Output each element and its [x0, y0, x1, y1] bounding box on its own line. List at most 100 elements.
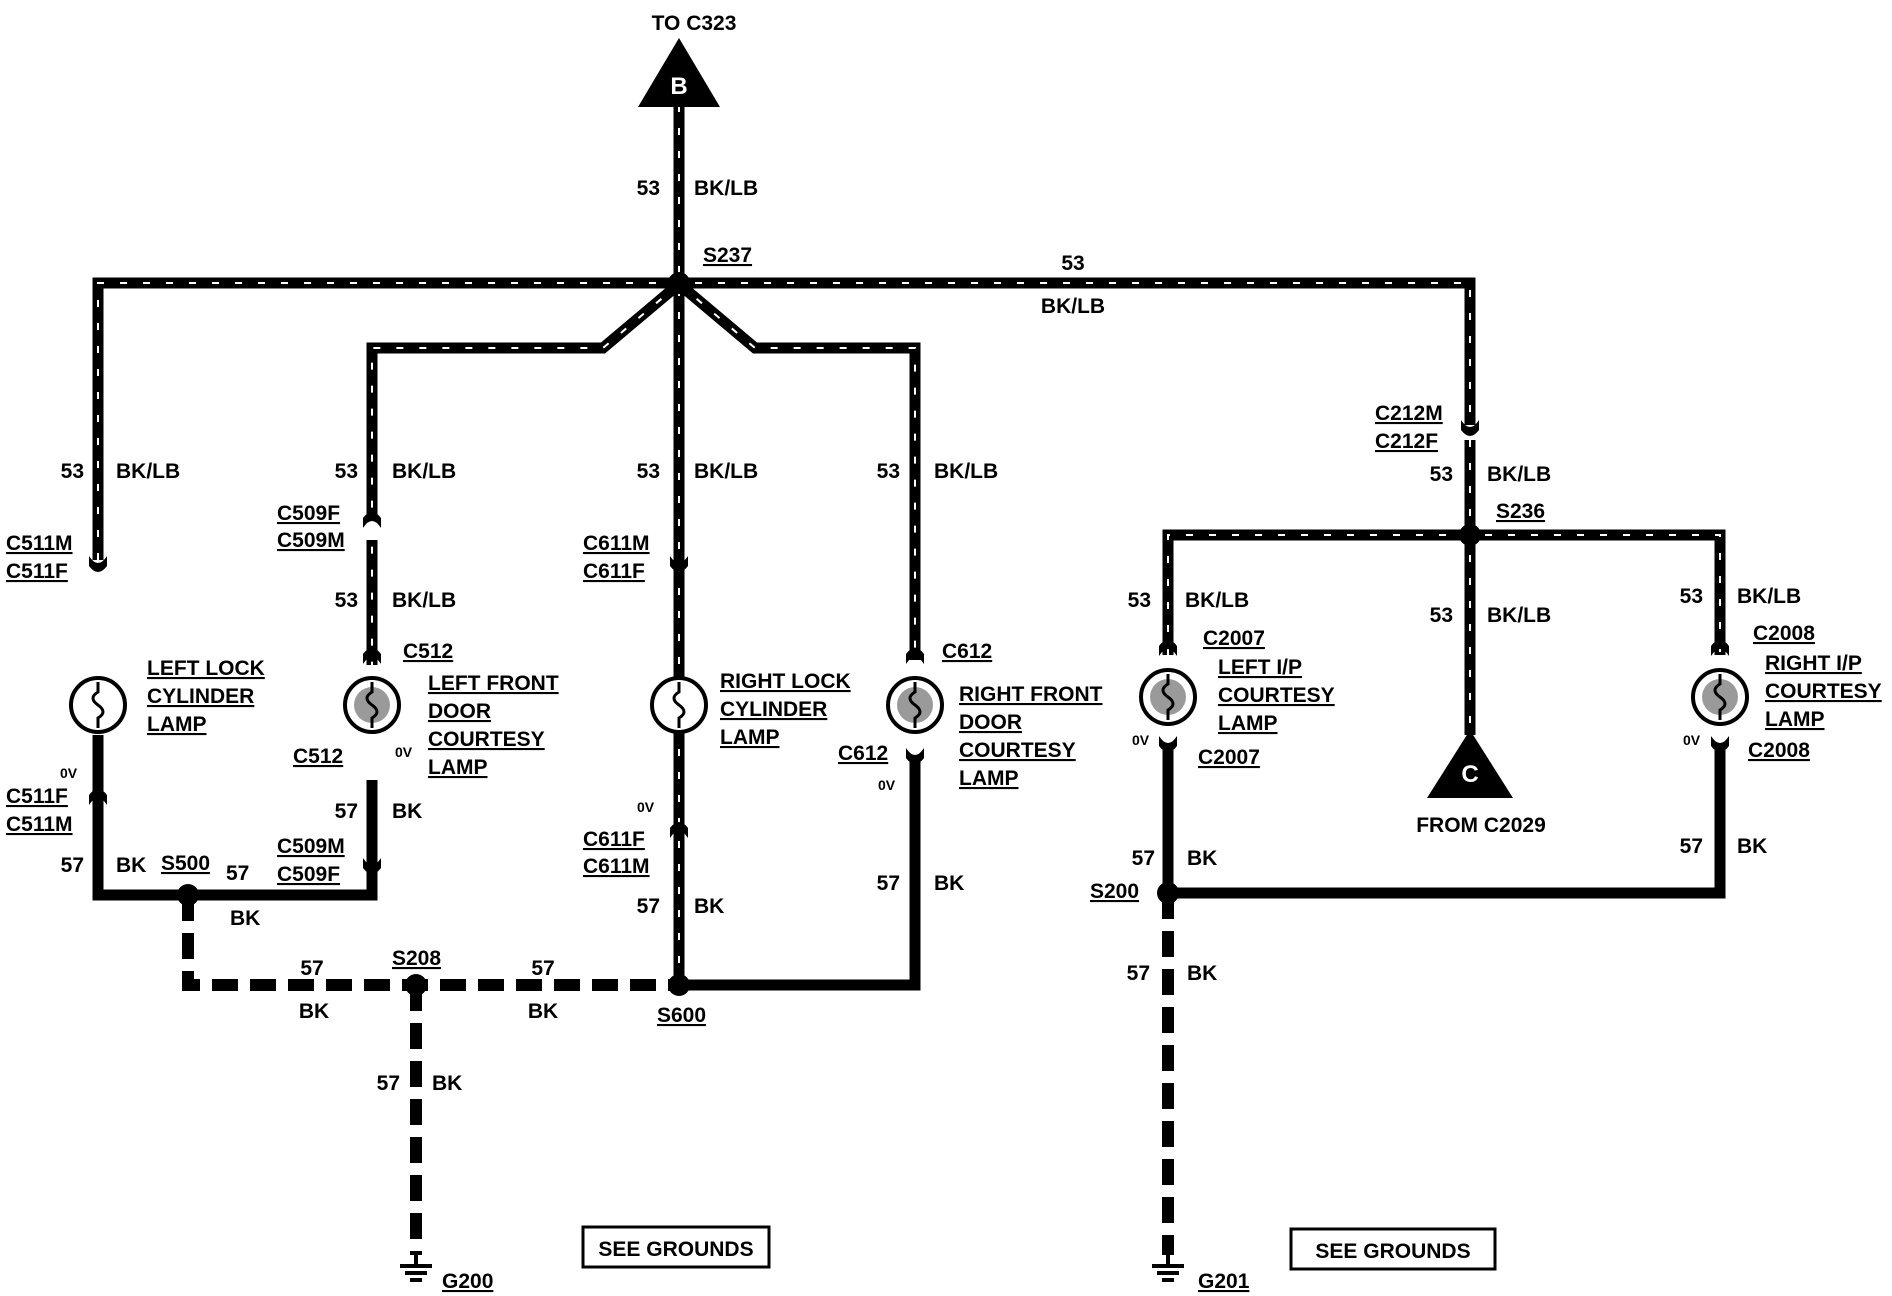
wire-color-label: BK [392, 800, 422, 823]
splice-s236 [1459, 524, 1481, 546]
circuit-number-label: 57 [377, 1072, 400, 1095]
splice-s200-label: S200 [1090, 880, 1139, 903]
connector-c-triangle: C [1427, 730, 1513, 798]
lamp-label-line: LAMP [959, 767, 1019, 790]
wire-color-label: BK [528, 1000, 558, 1023]
circuit-number-label: 57 [531, 957, 554, 980]
connector-c511f-label: C511F [6, 785, 68, 808]
lamp-label-line: LEFT LOCK [147, 657, 265, 680]
ground-g201-label: G201 [1198, 1270, 1250, 1293]
lamp-label-line: COURTESY [959, 739, 1076, 762]
circuit-57-wires [92, 735, 1726, 991]
lamp-right-ip-courtesy [1691, 668, 1749, 726]
ground-run-s500-s600 [182, 895, 679, 991]
circuit-number-label: 53 [877, 460, 900, 483]
lamp-right-lock-cylinder [650, 676, 708, 734]
bulb-filament-icon [908, 682, 922, 728]
lamp-label-line: COURTESY [1218, 684, 1335, 707]
c212-pin [1461, 420, 1479, 436]
wire-color-label: BK/LB [1737, 585, 1801, 608]
connector-c2008-label: C2008 [1753, 622, 1815, 645]
voltage-label: 0V [395, 744, 413, 760]
c509-pin [363, 512, 381, 528]
connector-c611f-label: C611F [583, 828, 645, 851]
wire-53-left-front-door-branch [366, 279, 683, 520]
wire-color-label: BK [1187, 962, 1217, 985]
lamp-label-line: LAMP [720, 726, 780, 749]
connector-c611m-label: C611M [583, 532, 650, 555]
c509-lower-pin [363, 858, 381, 874]
lamp-label-line: CYLINDER [147, 685, 254, 708]
wire-color-label: BK/LB [694, 177, 758, 200]
connector-c611f-label: C611F [583, 560, 645, 583]
connector-c512-label: C512 [293, 745, 343, 768]
bulb-filament-icon [1161, 674, 1175, 720]
connector-c612-label: C612 [942, 640, 992, 663]
connector-c511m-label: C511M [6, 532, 73, 555]
wire-color-label: BK/LB [1487, 604, 1551, 627]
wire-color-label: BK/LB [392, 589, 456, 612]
lamp-left-front-door-courtesy [343, 676, 401, 734]
connector-c509m-label: C509M [277, 835, 345, 858]
circuit-53-wires [92, 105, 1726, 985]
lamp-left-ip-courtesy [1139, 668, 1197, 726]
wire-color-label: BK [230, 907, 260, 930]
wire-57-ip-return [1162, 745, 1726, 899]
circuit-number-label: 57 [1680, 835, 1703, 858]
wire-color-label: BK/LB [392, 460, 456, 483]
connector-symbols [89, 420, 1729, 874]
from-c2029-label: FROM C2029 [1416, 814, 1546, 837]
bulb-filament-icon [672, 682, 686, 728]
c512-pin [363, 648, 381, 664]
lamp-label-line: CYLINDER [720, 698, 827, 721]
wire-color-label: BK/LB [934, 460, 998, 483]
wire-color-label: BK/LB [1041, 295, 1105, 318]
lamp-label-line: COURTESY [428, 728, 545, 751]
wire-color-label: BK [934, 872, 964, 895]
wire-color-label: BK [1187, 847, 1217, 870]
lamp-label-line: LEFT FRONT [428, 672, 559, 695]
circuit-number-label: 57 [1127, 962, 1150, 985]
connector-c611m-label: C611M [583, 855, 650, 878]
voltage-label: 0V [878, 777, 896, 793]
lamp-label-line: LAMP [1765, 708, 1825, 731]
connector-b-letter: B [670, 73, 687, 100]
circuit-number-label: 53 [61, 460, 84, 483]
c2008-pin [1711, 640, 1729, 656]
connector-c2007-label: C2007 [1203, 627, 1265, 650]
circuit-number-label: 53 [1680, 585, 1703, 608]
splice-s208-label: S208 [392, 947, 441, 970]
splice-s237-label: S237 [703, 244, 752, 267]
c2007-lower-pin [1159, 736, 1177, 752]
circuit-number-label: 53 [1128, 589, 1151, 612]
lamp-label-line: LAMP [1218, 712, 1278, 735]
connector-b-triangle: B [638, 38, 720, 107]
circuit-number-label: 53 [1061, 252, 1084, 275]
voltage-label: 0V [1683, 732, 1701, 748]
wire-color-label: BK [694, 895, 724, 918]
connector-c511m-label: C511M [6, 813, 73, 836]
splice-s208 [405, 974, 427, 996]
circuit-number-label: 57 [61, 854, 84, 877]
circuit-number-label: 53 [335, 589, 358, 612]
wire-57-right-front-door-return [679, 760, 921, 991]
splice-s237 [668, 272, 690, 294]
connector-c612-label: C612 [838, 742, 888, 765]
wire-color-label: BK/LB [1185, 589, 1249, 612]
splice-s500-label: S500 [161, 852, 210, 875]
c511-lower-pin [89, 789, 107, 805]
wire-color-label: BK [1737, 835, 1767, 858]
circuit-number-label: 57 [300, 957, 323, 980]
c611-lower-pin [670, 822, 688, 838]
ground-runs [182, 893, 1174, 1255]
circuit-number-label: 57 [335, 800, 358, 823]
connector-c2008-label: C2008 [1748, 739, 1810, 762]
c611-pin [670, 556, 688, 572]
ground-g201-icon [1152, 1255, 1184, 1282]
ground-g200-label: G200 [442, 1270, 493, 1293]
c2008-lower-pin [1711, 736, 1729, 752]
splice-nodes [177, 272, 1481, 996]
voltage-label: 0V [637, 799, 655, 815]
voltage-label: 0V [1132, 732, 1150, 748]
